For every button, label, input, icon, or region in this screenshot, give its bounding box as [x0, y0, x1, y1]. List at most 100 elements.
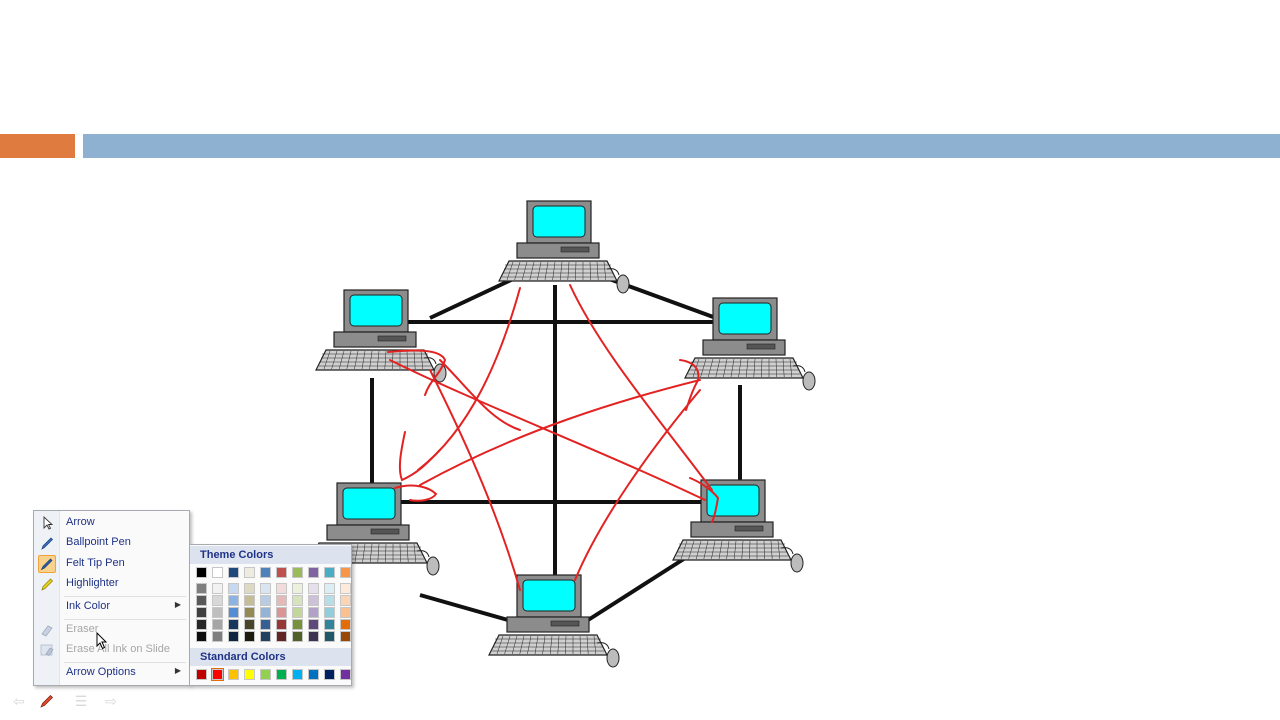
standard-color-swatch[interactable]	[260, 669, 271, 680]
menu-item-label: Felt Tip Pen	[66, 557, 125, 569]
theme-shade-swatch[interactable]	[244, 619, 255, 630]
theme-shade-swatch[interactable]	[292, 619, 303, 630]
theme-shade-swatch[interactable]	[324, 583, 335, 594]
theme-shade-swatch[interactable]	[228, 619, 239, 630]
previous-slide-button[interactable]: ⇦	[8, 690, 30, 712]
theme-shade-swatch[interactable]	[212, 583, 223, 594]
theme-shade-swatch[interactable]	[212, 619, 223, 630]
standard-color-swatch[interactable]	[276, 669, 287, 680]
theme-shade-swatch[interactable]	[260, 583, 271, 594]
theme-shade-swatch[interactable]	[260, 619, 271, 630]
slide-menu-button[interactable]: ☰	[70, 690, 92, 712]
menu-item-arrow-options[interactable]: Arrow Options ▶	[34, 663, 189, 683]
menu-item-felt-tip-pen[interactable]: Felt Tip Pen	[34, 554, 189, 574]
ink-stroke	[387, 349, 447, 396]
theme-color-swatch[interactable]	[228, 567, 239, 578]
accent-bar-blue	[83, 134, 1280, 158]
standard-color-swatch[interactable]	[308, 669, 319, 680]
standard-color-swatch[interactable]	[211, 668, 224, 681]
theme-shade-swatch[interactable]	[276, 607, 287, 618]
menu-item-erase-all-ink[interactable]: Erase All Ink on Slide	[34, 640, 189, 660]
theme-shade-swatch[interactable]	[292, 631, 303, 642]
theme-shade-swatch[interactable]	[212, 631, 223, 642]
theme-shade-swatch[interactable]	[308, 607, 319, 618]
theme-shade-swatch[interactable]	[196, 631, 207, 642]
theme-color-swatch[interactable]	[340, 567, 351, 578]
pen-button[interactable]	[36, 690, 58, 712]
theme-shade-swatch[interactable]	[308, 595, 319, 606]
theme-shade-swatch[interactable]	[228, 607, 239, 618]
theme-color-swatch[interactable]	[292, 567, 303, 578]
menu-item-ballpoint-pen[interactable]: Ballpoint Pen	[34, 533, 189, 553]
theme-color-swatch[interactable]	[196, 567, 207, 578]
theme-shade-swatch[interactable]	[212, 607, 223, 618]
theme-shade-swatch[interactable]	[196, 583, 207, 594]
ink-color-flyout: Theme Colors Standard Colors	[189, 544, 352, 686]
theme-color-swatch[interactable]	[244, 567, 255, 578]
menu-item-arrow[interactable]: Arrow	[34, 513, 189, 533]
ink-stroke	[569, 284, 713, 491]
theme-shade-swatch[interactable]	[244, 631, 255, 642]
theme-shade-swatch[interactable]	[244, 595, 255, 606]
theme-shade-swatch[interactable]	[260, 607, 271, 618]
theme-shade-swatch[interactable]	[196, 607, 207, 618]
theme-shade-swatch[interactable]	[324, 619, 335, 630]
theme-shade-swatch[interactable]	[324, 607, 335, 618]
theme-shade-swatch[interactable]	[308, 631, 319, 642]
theme-shade-swatch[interactable]	[196, 619, 207, 630]
theme-shade-swatch[interactable]	[244, 607, 255, 618]
theme-shade-swatch[interactable]	[324, 595, 335, 606]
theme-color-swatch[interactable]	[276, 567, 287, 578]
theme-shade-swatch[interactable]	[276, 631, 287, 642]
network-link	[583, 553, 692, 624]
standard-color-swatch[interactable]	[292, 669, 303, 680]
next-slide-button[interactable]: ⇨	[100, 690, 122, 712]
ink-stroke	[419, 379, 701, 486]
menu-item-label: Eraser	[66, 623, 99, 635]
felt-tip-pen-icon	[38, 555, 56, 573]
standard-color-swatch[interactable]	[340, 669, 351, 680]
erase-all-icon	[40, 644, 54, 656]
theme-shade-swatch[interactable]	[292, 595, 303, 606]
theme-shade-swatch[interactable]	[228, 595, 239, 606]
theme-shade-swatch[interactable]	[228, 583, 239, 594]
menu-item-eraser[interactable]: Eraser	[34, 620, 189, 640]
theme-shade-swatch[interactable]	[260, 631, 271, 642]
theme-color-swatch[interactable]	[212, 567, 223, 578]
computers-group	[308, 200, 816, 668]
theme-shade-swatch[interactable]	[244, 583, 255, 594]
theme-shade-swatch[interactable]	[324, 631, 335, 642]
theme-shade-swatch[interactable]	[260, 595, 271, 606]
theme-shade-swatch[interactable]	[340, 619, 351, 630]
theme-shade-swatch[interactable]	[292, 607, 303, 618]
standard-color-swatch[interactable]	[228, 669, 239, 680]
theme-color-swatch[interactable]	[308, 567, 319, 578]
theme-color-swatch[interactable]	[260, 567, 271, 578]
ink-stroke	[689, 477, 720, 523]
ink-stroke	[389, 359, 706, 501]
standard-color-swatch[interactable]	[324, 669, 335, 680]
theme-shade-swatch[interactable]	[276, 619, 287, 630]
menu-item-label: Erase All Ink on Slide	[66, 643, 170, 655]
theme-shade-swatch[interactable]	[276, 583, 287, 594]
theme-shade-swatch[interactable]	[340, 595, 351, 606]
standard-color-swatch[interactable]	[244, 669, 255, 680]
menu-item-highlighter[interactable]: Highlighter	[34, 574, 189, 594]
theme-shade-swatch[interactable]	[308, 583, 319, 594]
theme-shade-swatch[interactable]	[196, 595, 207, 606]
theme-shade-swatch[interactable]	[228, 631, 239, 642]
theme-shade-swatch[interactable]	[308, 619, 319, 630]
theme-shade-swatch[interactable]	[340, 631, 351, 642]
theme-color-swatch[interactable]	[324, 567, 335, 578]
menu-item-label: Arrow Options	[66, 666, 136, 678]
theme-shade-swatch[interactable]	[292, 583, 303, 594]
standard-color-swatch[interactable]	[196, 669, 207, 680]
theme-shade-swatch[interactable]	[212, 595, 223, 606]
theme-shade-swatch[interactable]	[340, 607, 351, 618]
theme-shade-swatch[interactable]	[276, 595, 287, 606]
computer-lower-right	[672, 479, 804, 573]
theme-shade-swatch[interactable]	[340, 583, 351, 594]
menu-item-ink-color[interactable]: Ink Color ▶	[34, 597, 189, 617]
arrow-pointer-icon	[43, 515, 54, 530]
